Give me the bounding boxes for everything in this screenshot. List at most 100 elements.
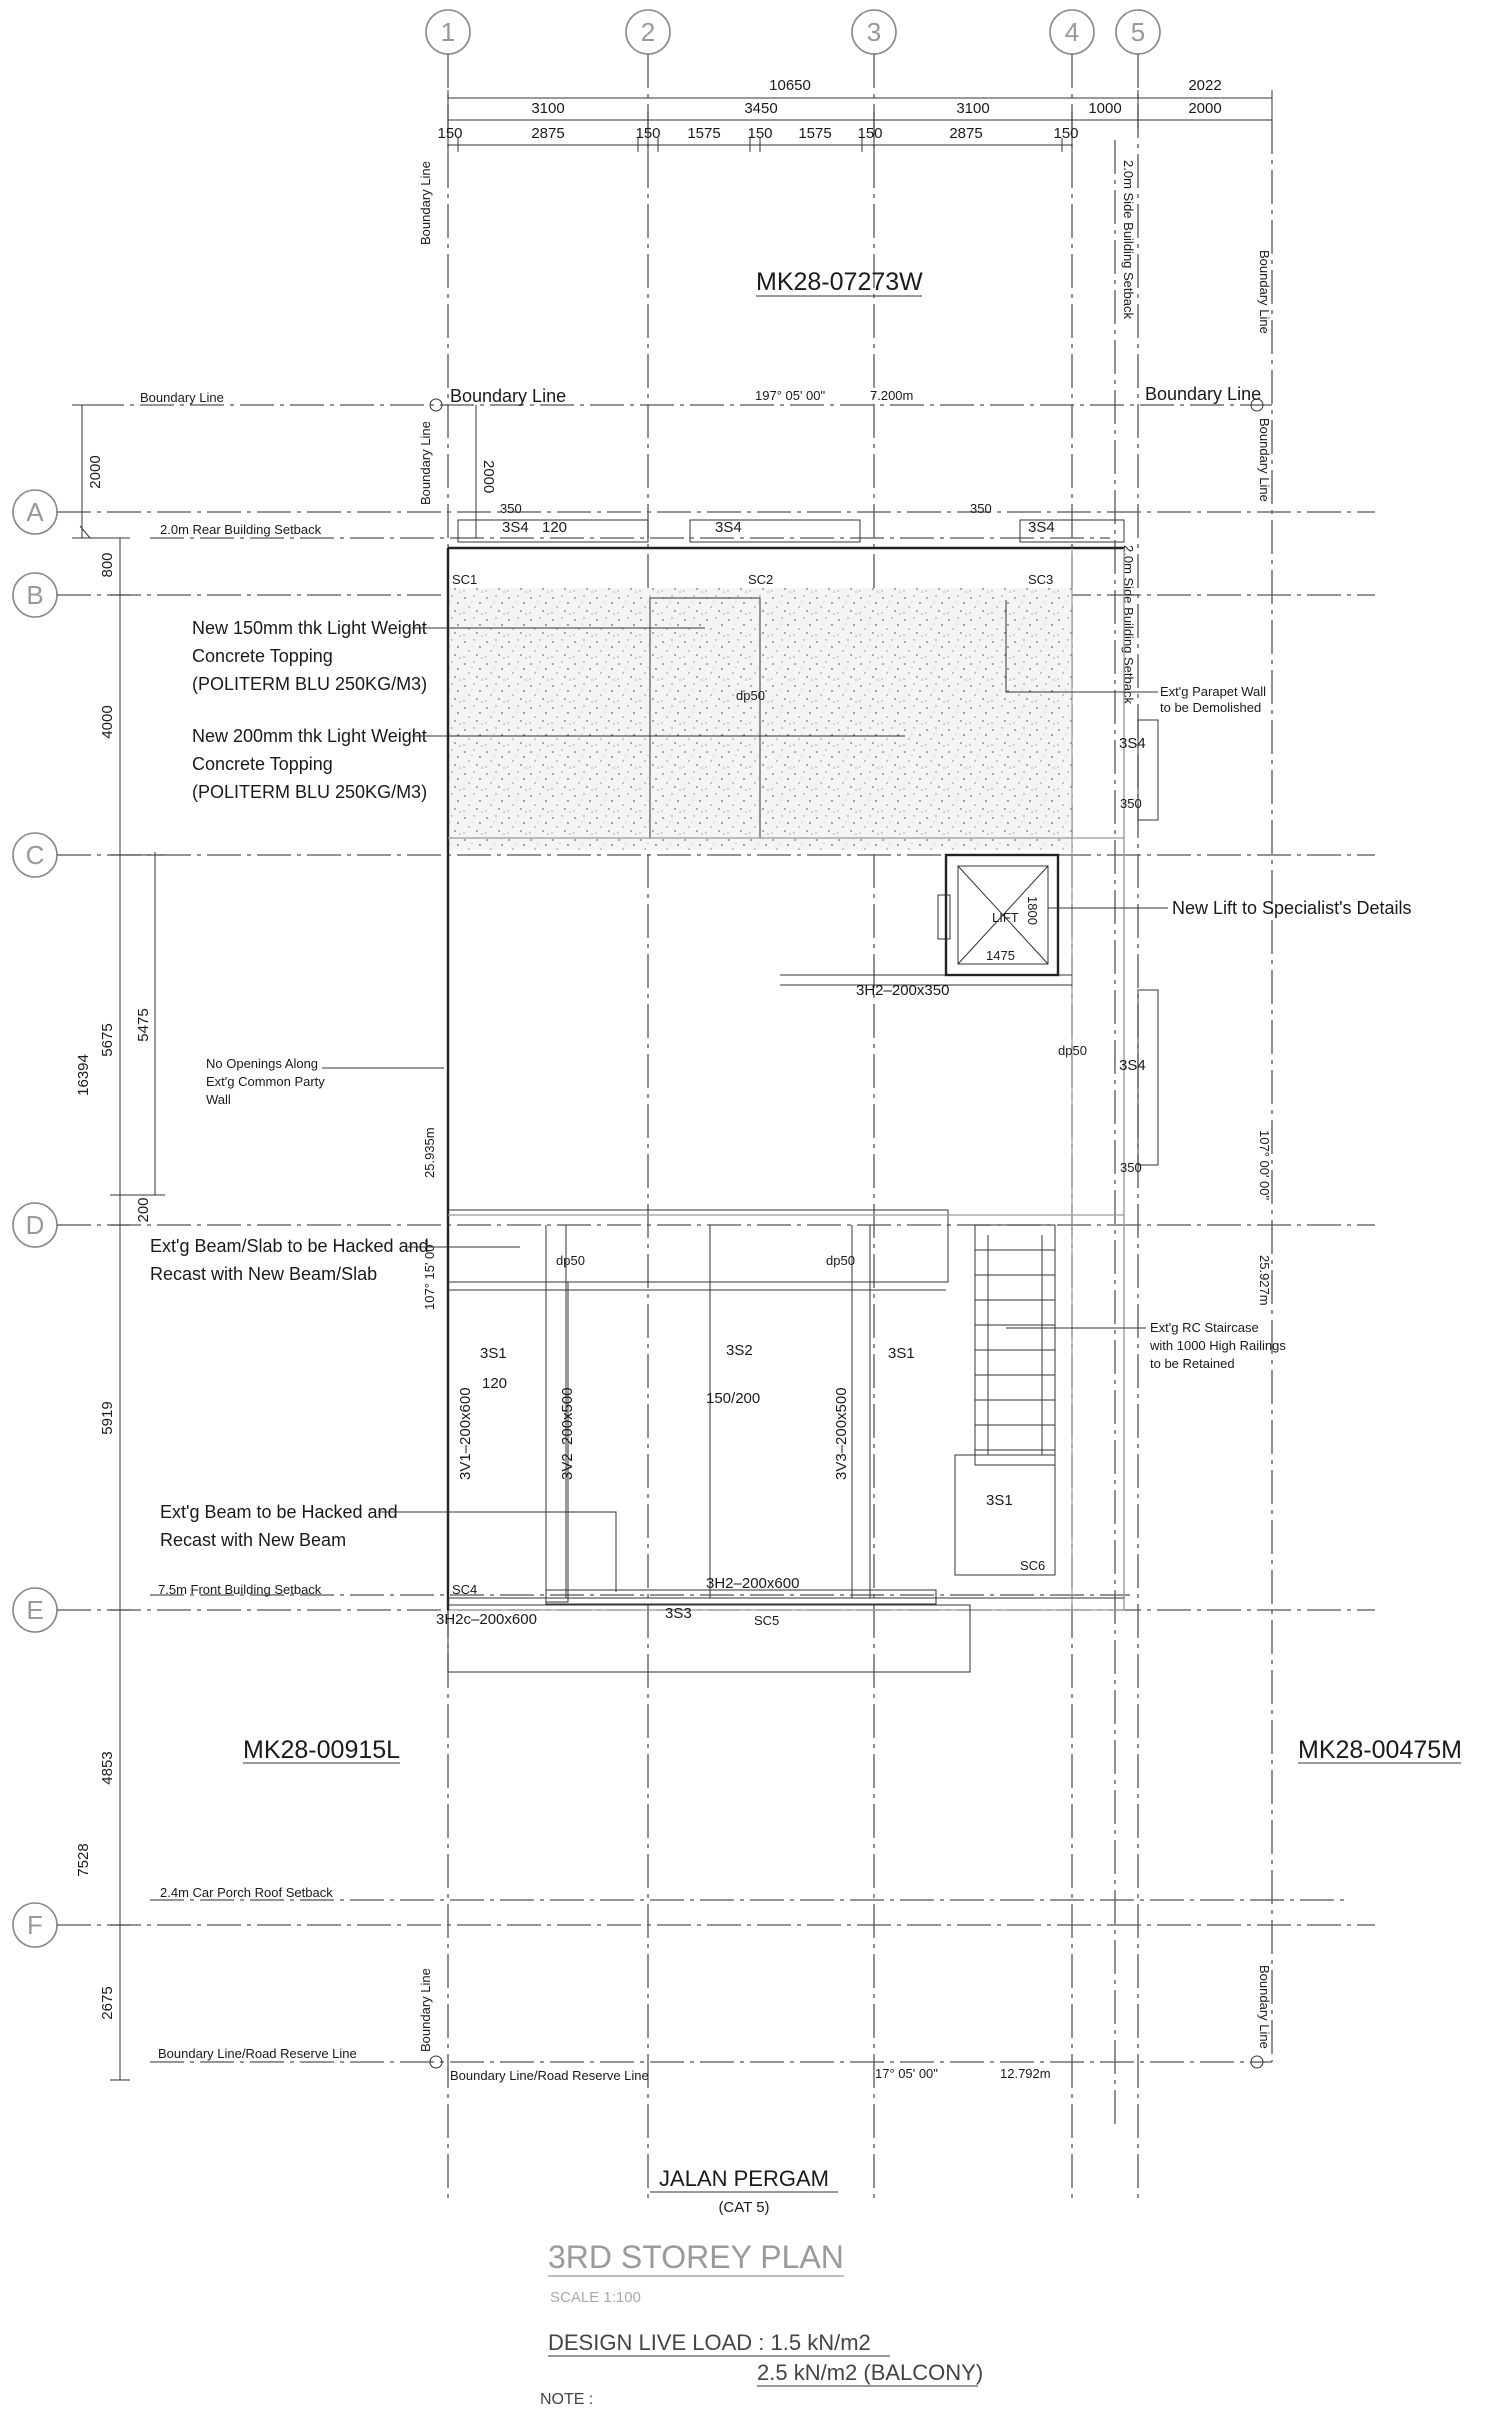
drop-mark: dp50 <box>826 1253 855 1268</box>
road-reserve-label: Boundary Line/Road Reserve Line <box>158 2046 357 2061</box>
note-no-openings: No Openings Along <box>206 1056 318 1071</box>
grid-bubble-F: F <box>12 1902 58 1948</box>
svg-text:3: 3 <box>867 17 881 47</box>
note-topping-150: New 150mm thk Light Weight <box>192 618 427 638</box>
grid-bubble-4: 4 <box>1049 9 1095 55</box>
dim-span: 3450 <box>744 100 777 117</box>
note-new-lift: New Lift to Specialist's Details <box>1172 898 1412 918</box>
svg-text:5: 5 <box>1131 17 1145 47</box>
dim-left: 2675 <box>99 1986 116 2019</box>
slab-thickness: 120 <box>542 519 567 536</box>
slab-mark: 3S1 <box>480 1345 507 1362</box>
staircase <box>954 1224 1056 1576</box>
dim-350: 350 <box>970 501 992 516</box>
boundary-label: Boundary Line <box>1145 384 1261 404</box>
column-tag: SC2 <box>748 572 773 587</box>
note-no-openings: Ext'g Common Party <box>206 1074 325 1089</box>
grid-bubble-D: D <box>12 1202 58 1248</box>
note-label: NOTE : <box>540 2391 593 2408</box>
plan-title: 3RD STOREY PLAN <box>548 2239 844 2275</box>
lift-width: 1475 <box>986 948 1015 963</box>
bearing-bottom: 17° 05' 00" <box>875 2066 938 2081</box>
dim-sub: 150 <box>857 125 882 142</box>
lot-rear: MK28-07273W <box>756 268 923 296</box>
dim-left: 4853 <box>99 1751 116 1784</box>
dim-left: 5675 <box>99 1023 116 1056</box>
dim-left: 800 <box>99 552 116 577</box>
lift-depth: 1800 <box>1025 896 1040 925</box>
design-live-load-balcony: 2.5 kN/m2 (BALCONY) <box>757 2360 983 2385</box>
dim-span: 3100 <box>956 100 989 117</box>
grid-bubble-E: E <box>12 1587 58 1633</box>
note-topping-150: Concrete Topping <box>192 646 333 666</box>
dim-left: 2000 <box>87 455 104 488</box>
beam-mark: 3H2c–200x600 <box>436 1611 537 1628</box>
beam-mark: 3V1–200x600 <box>457 1387 474 1480</box>
dim-left-total2: 7528 <box>75 1843 92 1876</box>
lift-shaft: LIFT 1475 1800 <box>937 853 1060 977</box>
side-slab <box>1137 719 1159 821</box>
bearing-left: 107° 15' 00" <box>422 1239 437 1310</box>
rear-slab-strip <box>1019 519 1125 543</box>
bearing-top: 197° 05' 00" <box>755 388 826 403</box>
lift-label: LIFT <box>992 910 1019 925</box>
note-parapet: Ext'g Parapet Wall <box>1160 684 1266 699</box>
porch-setback-label: 2.4m Car Porch Roof Setback <box>160 1885 333 1900</box>
note-staircase: with 1000 High Railings <box>1149 1338 1286 1353</box>
dim-sub: 150 <box>635 125 660 142</box>
dim-sub: 1575 <box>687 125 720 142</box>
grid-lines <box>57 54 1375 2200</box>
dim-left: 5919 <box>99 1401 116 1434</box>
road-name: JALAN PERGAM <box>659 2166 829 2191</box>
side-setback-label: 2.0m Side Building Setback <box>1121 160 1136 319</box>
top-dimension-chains: 10650 2022 3100 3450 3100 1000 2000 150 … <box>437 77 1273 155</box>
boundary-label: Boundary Line <box>1257 1965 1272 2049</box>
rear-slab-strip <box>689 519 861 543</box>
road-reserve-label: Boundary Line/Road Reserve Line <box>450 2068 649 2083</box>
hack-recast-zone <box>447 1209 949 1283</box>
column-tag: SC1 <box>452 572 477 587</box>
drop-mark: dp50 <box>1058 1043 1087 1058</box>
note-staircase: Ext'g RC Staircase <box>1150 1320 1259 1335</box>
slab-mark: 3S4 <box>502 519 529 536</box>
side-slab <box>1137 989 1159 1166</box>
stair-landing <box>954 1454 1056 1576</box>
slab-marks: 3S4 120 3S4 3S4 3S4 3S4 3S1 120 3S2 150/… <box>480 501 1146 1622</box>
slab-mark: 3S4 <box>1119 735 1146 752</box>
length-left: 25.935m <box>422 1127 437 1178</box>
slab-mark: 3S3 <box>665 1605 692 1622</box>
dim-left-total: 16394 <box>75 1054 92 1096</box>
dim-sub: 1575 <box>798 125 831 142</box>
dim-overall: 10650 <box>769 77 811 94</box>
length-top: 7.200m <box>870 388 913 403</box>
svg-text:E: E <box>26 1595 43 1625</box>
slab-thickness: 150/200 <box>706 1390 760 1407</box>
slab-mark: 3S1 <box>888 1345 915 1362</box>
boundary-label: Boundary Line <box>140 390 224 405</box>
note-hack-slab: Recast with New Beam/Slab <box>150 1264 377 1284</box>
dim-350: 350 <box>1120 796 1142 811</box>
slab-mark: 3S2 <box>726 1342 753 1359</box>
row-grid-bubbles: A B C D E F <box>12 489 58 1948</box>
note-staircase: to be Retained <box>1150 1356 1235 1371</box>
rear-slab-strip <box>457 519 649 543</box>
column-tag: SC4 <box>452 1582 477 1597</box>
dim-sub: 150 <box>1053 125 1078 142</box>
dim-span: 3100 <box>531 100 564 117</box>
road-label: JALAN PERGAM (CAT 5) <box>650 2166 838 2216</box>
grid-bubble-3: 3 <box>851 9 897 55</box>
beam-marks: 3H2–200x350 3V1–200x600 3V2–200x500 3V3–… <box>436 982 949 1628</box>
slab-mark: 3S4 <box>1119 1057 1146 1074</box>
boundary-label: Boundary Line <box>418 1968 433 2052</box>
svg-text:1: 1 <box>441 17 455 47</box>
note-hack-beam: Recast with New Beam <box>160 1530 346 1550</box>
length-right: 25.927m <box>1257 1255 1272 1306</box>
boundary-label: Boundary Line <box>418 421 433 505</box>
note-topping-200: New 200mm thk Light Weight <box>192 726 427 746</box>
dim-200: 200 <box>135 1197 152 1222</box>
grid-bubble-1: 1 <box>425 9 471 55</box>
dim-sub: 2875 <box>949 125 982 142</box>
note-hack-slab: Ext'g Beam/Slab to be Hacked and <box>150 1236 429 1256</box>
slab-thickness: 120 <box>482 1375 507 1392</box>
